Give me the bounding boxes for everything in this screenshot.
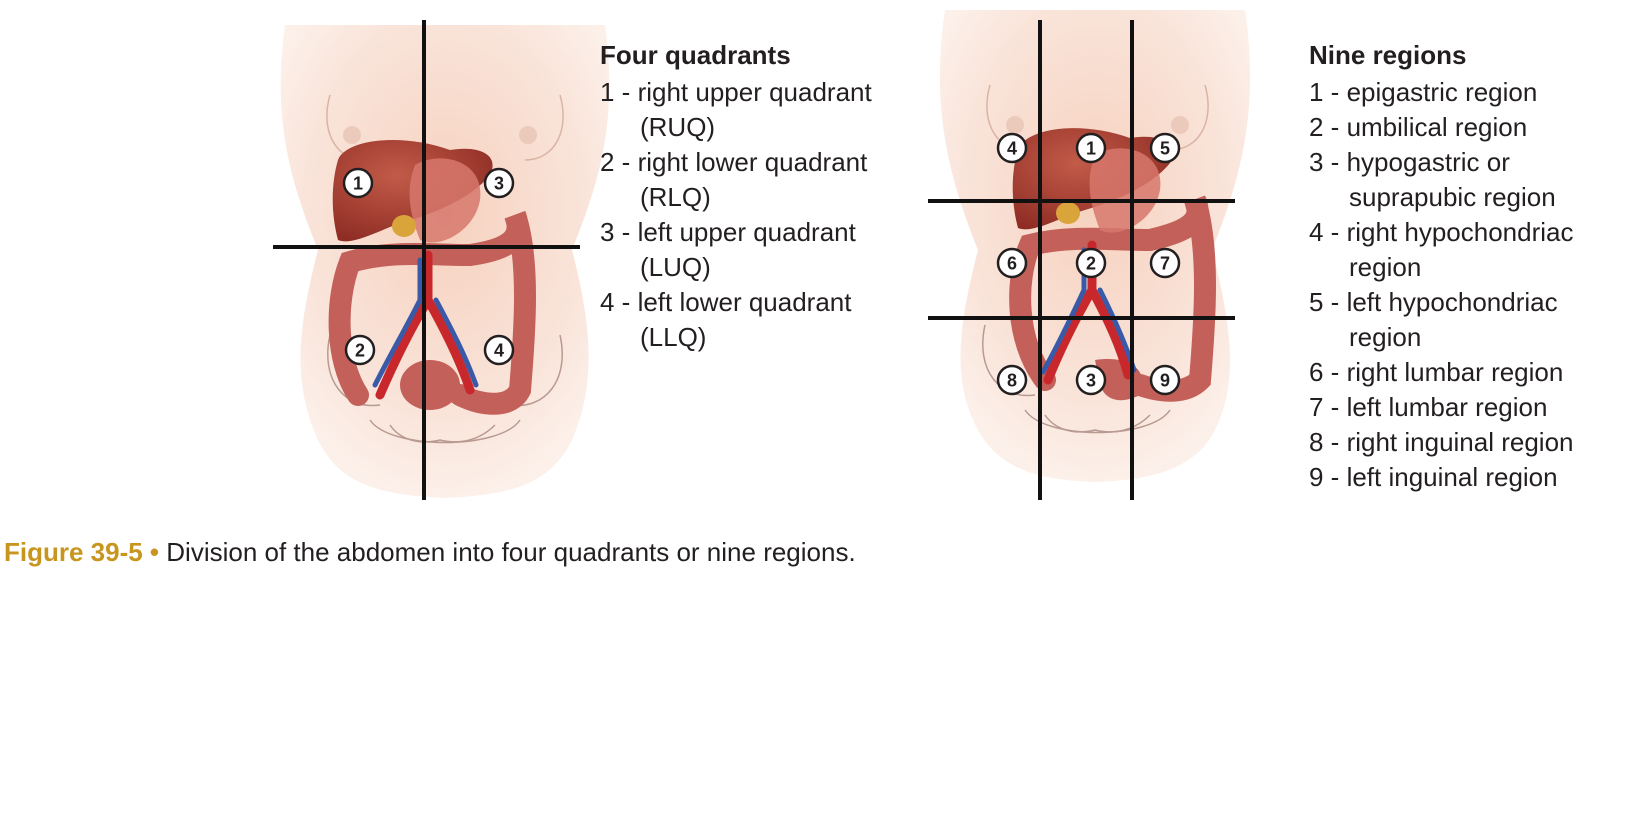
four-quadrants-list: 1 - right upper quadrant (RUQ) 2 - right… (600, 75, 920, 355)
region-legend-item: 4 - right hypochondriac region (1309, 217, 1574, 282)
region-marker-5: 5 (1149, 132, 1181, 164)
quadrant-marker-1: 1 (342, 167, 374, 199)
svg-text:4: 4 (1007, 139, 1017, 159)
quadrant-marker-3: 3 (483, 167, 515, 199)
region-marker-3: 3 (1075, 364, 1107, 396)
figure-number: Figure 39-5 • (4, 537, 160, 567)
svg-text:9: 9 (1160, 371, 1170, 391)
region-marker-8: 8 (996, 364, 1028, 396)
nine-region-torso: 4 1 5 6 2 7 8 3 (928, 10, 1251, 500)
nine-regions-title: Nine regions (1309, 40, 1467, 70)
svg-text:3: 3 (1086, 371, 1096, 391)
region-legend-item: 7 - left lumbar region (1309, 392, 1548, 422)
svg-text:1: 1 (1086, 139, 1096, 159)
region-legend-item: 3 - hypogastric or suprapubic region (1309, 147, 1556, 212)
caption-text: Division of the abdomen into four quadra… (159, 537, 856, 567)
region-legend-item: 9 - left inguinal region (1309, 462, 1558, 492)
four-quadrant-torso: 1 3 2 4 (273, 20, 610, 500)
svg-text:5: 5 (1160, 139, 1170, 159)
svg-text:3: 3 (494, 174, 504, 194)
nine-regions-legend: Nine regions 1 - epigastric region 2 - u… (1309, 38, 1627, 495)
svg-text:7: 7 (1160, 254, 1170, 274)
figure-caption: Figure 39-5 • Division of the abdomen in… (4, 536, 856, 568)
region-marker-4: 4 (996, 132, 1028, 164)
region-marker-1: 1 (1075, 132, 1107, 164)
left-colon (328, 210, 536, 415)
quadrant-legend-item: 1 - right upper quadrant (RUQ) (600, 77, 872, 142)
quadrant-legend-item: 4 - left lower quadrant (LLQ) (600, 287, 852, 352)
nine-regions-list: 1 - epigastric region 2 - umbilical regi… (1309, 75, 1627, 495)
quadrant-marker-4: 4 (483, 334, 515, 366)
region-legend-item: 1 - epigastric region (1309, 77, 1538, 107)
svg-text:2: 2 (355, 341, 365, 361)
region-marker-9: 9 (1149, 364, 1181, 396)
quadrant-legend-item: 2 - right lower quadrant (RLQ) (600, 147, 868, 212)
region-marker-7: 7 (1149, 247, 1181, 279)
four-quadrants-title: Four quadrants (600, 40, 791, 70)
region-marker-2: 2 (1075, 247, 1107, 279)
svg-text:8: 8 (1007, 371, 1017, 391)
region-legend-item: 5 - left hypochondriac region (1309, 287, 1558, 352)
svg-text:4: 4 (494, 341, 504, 361)
quadrant-legend-item: 3 - left upper quadrant (LUQ) (600, 217, 856, 282)
svg-text:6: 6 (1007, 254, 1017, 274)
quadrant-marker-2: 2 (344, 334, 376, 366)
svg-text:2: 2 (1086, 254, 1096, 274)
svg-text:1: 1 (353, 174, 363, 194)
region-marker-6: 6 (996, 247, 1028, 279)
region-legend-item: 6 - right lumbar region (1309, 357, 1564, 387)
four-quadrants-legend: Four quadrants 1 - right upper quadrant … (600, 38, 920, 355)
region-legend-item: 8 - right inguinal region (1309, 427, 1574, 457)
region-legend-item: 2 - umbilical region (1309, 112, 1528, 142)
